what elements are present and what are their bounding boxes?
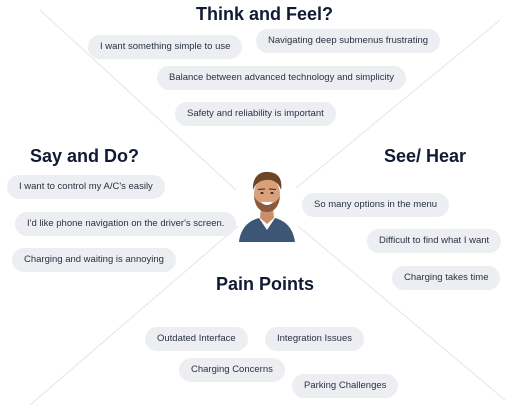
pain-point-item: Parking Challenges [292,374,399,398]
think-feel-item: Safety and reliability is important [175,102,336,126]
say-do-title: Say and Do? [30,146,140,166]
pain-points-title: Pain Points [216,274,315,294]
say-do-item: I'd like phone navigation on the driver'… [15,212,237,236]
think-feel-title: Think and Feel? [196,4,334,24]
see-hear-item: Difficult to find what I want [367,229,502,253]
see-hear-item: Charging takes time [392,266,501,290]
user-avatar-photo [239,171,295,242]
think-feel-item: I want something simple to use [88,35,243,59]
pain-point-item: Integration Issues [265,327,364,351]
think-feel-item: Navigating deep submenus frustrating [256,29,441,53]
think-feel-item: Balance between advanced technology and … [157,66,406,90]
pain-point-item: Outdated Interface [145,327,248,351]
see-hear-item: So many options in the menu [302,193,450,217]
see-hear-title: See/ Hear [384,146,467,166]
say-do-item: I want to control my A/C's easily [7,175,165,199]
say-do-item: Charging and waiting is annoying [12,248,176,272]
pain-point-item: Charging Concerns [179,358,285,382]
